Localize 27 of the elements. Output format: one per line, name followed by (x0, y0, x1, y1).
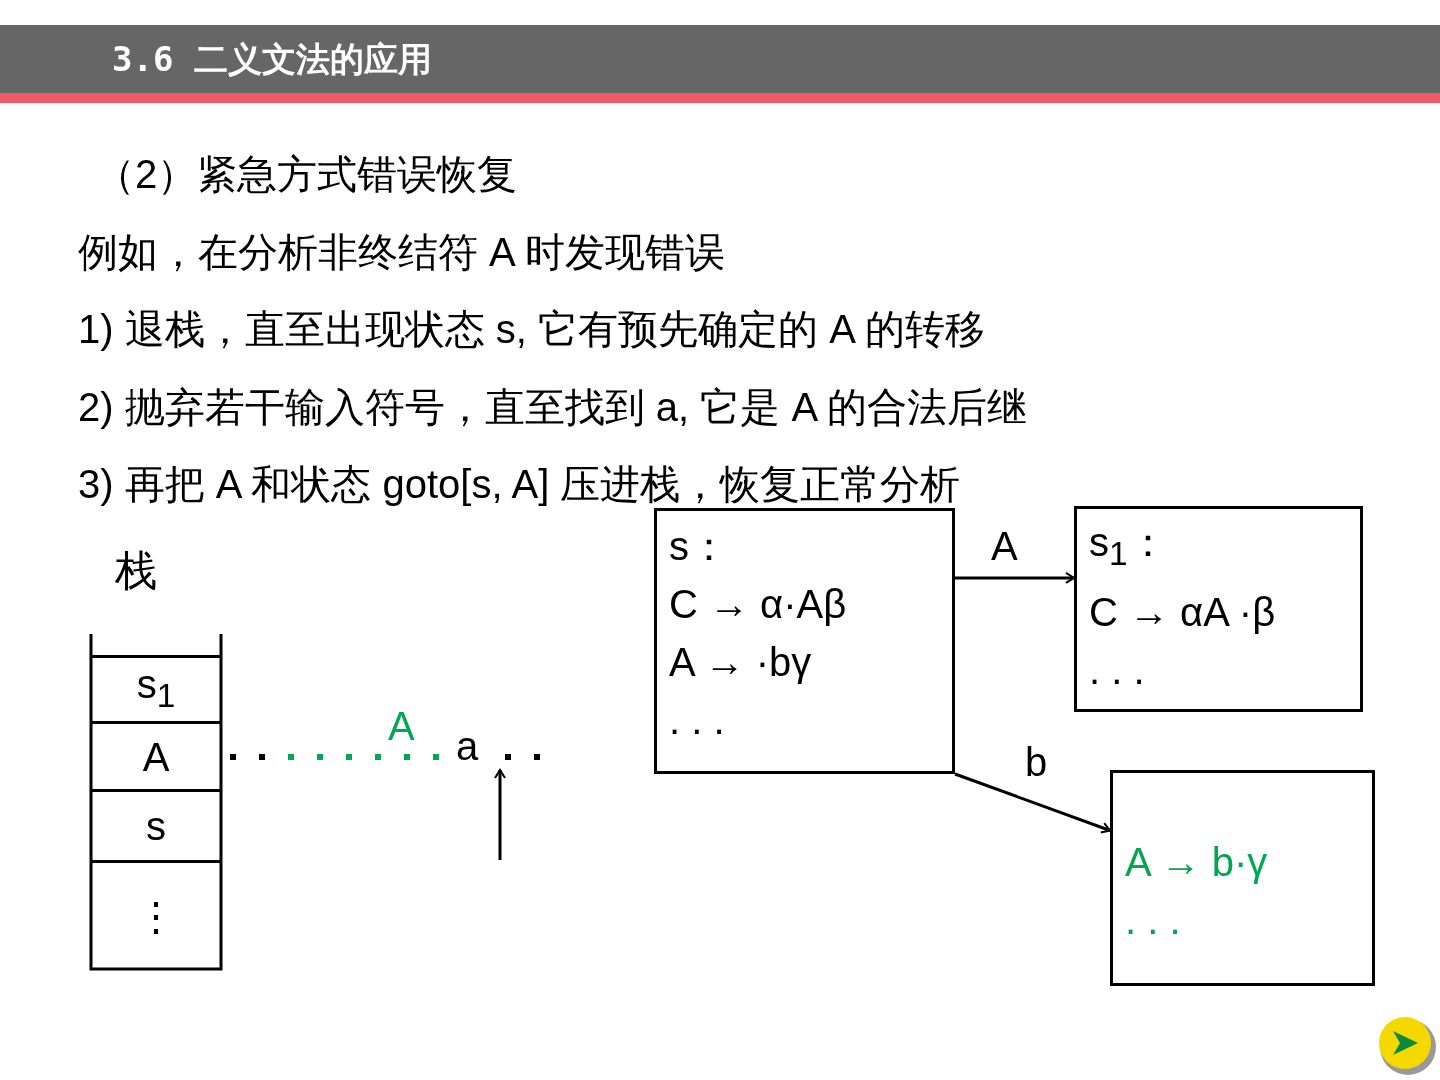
stack-cell: A (90, 721, 222, 789)
stack-cell: s (90, 789, 222, 860)
arrow (955, 571, 1075, 584)
stack-label: 栈 (115, 546, 157, 596)
state-box (1110, 770, 1375, 986)
item-text: . . . (1089, 647, 1146, 694)
item-text: A → b·γ (1125, 839, 1269, 886)
item-text: C → αA ·β (1089, 589, 1277, 636)
symbol-label: A (388, 703, 415, 750)
body-text: 例如，在分析非终结符 A 时发现错误 (78, 229, 725, 276)
step-text: 3) 再把 A 和状态 goto[s, A] 压进栈，恢复正常分析 (78, 461, 961, 508)
item-text: s： (669, 523, 730, 570)
stack-cell: ⋮ (90, 860, 222, 969)
arrow (954, 772, 1111, 834)
stack-cell: s$_{1}$ (90, 655, 222, 721)
item-text: . . . (1125, 897, 1182, 944)
step-text: 1) 退栈，直至出现状态 s, 它有预先确定的 A 的转移 (78, 306, 985, 353)
slide-title: 3.6 二义文法的应用 (112, 38, 432, 81)
item-text: . . . (669, 697, 726, 744)
state-box (1074, 506, 1363, 712)
heading-text: （2）紧急方式错误恢复 (95, 151, 518, 198)
item-text: A → ·bγ (669, 639, 813, 686)
state-box (654, 508, 955, 774)
symbol-label: a (456, 723, 479, 770)
step-text: 2) 抛弃若干输入符号，直至找到 a, 它是 A 的合法后继 (78, 384, 1027, 431)
item-text: s$_{1}$： (1089, 519, 1169, 574)
item-text: C → α·Aβ (669, 581, 848, 628)
